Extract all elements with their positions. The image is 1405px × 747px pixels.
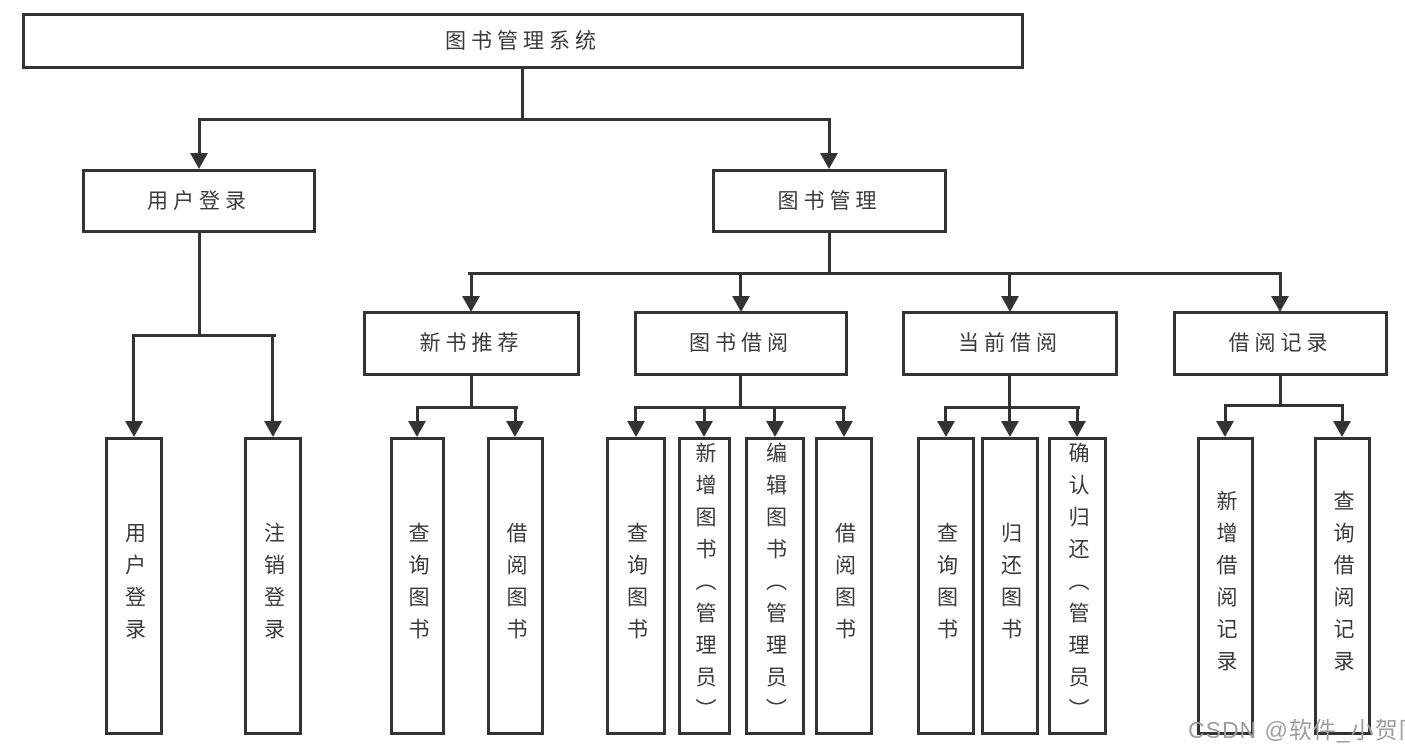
arrow-down-icon <box>732 296 750 312</box>
leaf-borrow-lend-books: 借阅图书 <box>815 437 873 735</box>
connector-line <box>521 69 524 121</box>
connector-line <box>198 118 201 155</box>
connector-line <box>634 406 846 409</box>
arrow-down-icon <box>937 421 955 437</box>
arrow-down-icon <box>125 421 143 437</box>
connector-line <box>470 272 473 298</box>
node-label: 图书管理 <box>777 189 882 213</box>
arrow-down-icon <box>1271 296 1289 312</box>
leaf-borrow-add-books-admin: 新增图书（管理员） <box>678 437 731 735</box>
arrow-down-icon <box>1001 421 1019 437</box>
arrow-down-icon <box>1216 421 1234 437</box>
connector-line <box>1008 376 1011 409</box>
connector-line <box>198 118 831 121</box>
connector-line <box>470 376 473 409</box>
connector-line <box>944 406 947 423</box>
connector-line <box>416 406 419 423</box>
connector-line <box>1279 272 1282 298</box>
connector-line <box>1008 272 1011 298</box>
arrow-down-icon <box>1333 421 1351 437</box>
node-label: 新书推荐 <box>419 332 524 355</box>
arrow-down-icon <box>820 153 838 169</box>
leaf-user-login: 用户登录 <box>105 437 163 735</box>
arrow-down-icon <box>766 421 784 437</box>
connector-line <box>739 376 742 409</box>
leaf-borrow-query-books: 查询图书 <box>606 437 666 735</box>
node-label: 查询图书 <box>624 522 648 650</box>
connector-line <box>1008 406 1011 423</box>
connector-line <box>828 233 831 275</box>
node-label: 查询借阅记录 <box>1331 490 1354 682</box>
node-book-management: 图书管理 <box>712 169 947 233</box>
node-label: 用户登录 <box>122 522 146 650</box>
arrow-down-icon <box>506 421 524 437</box>
node-label: 新增借阅记录 <box>1214 490 1237 682</box>
connector-line <box>132 334 276 337</box>
connector-line <box>828 118 831 155</box>
leaf-newbook-borrow-books: 借阅图书 <box>487 437 544 735</box>
connector-line <box>132 334 135 422</box>
connector-line <box>1224 404 1344 407</box>
leaf-current-confirm-return-admin: 确认归还（管理员） <box>1048 437 1107 735</box>
node-label: 查询图书 <box>934 522 958 650</box>
arrow-down-icon <box>462 296 480 312</box>
arrow-down-icon <box>835 421 853 437</box>
leaf-record-query-borrow-record: 查询借阅记录 <box>1314 437 1371 735</box>
node-library-system: 图书管理系统 <box>22 13 1024 69</box>
connector-line <box>1224 404 1227 423</box>
connector-line <box>468 272 1282 275</box>
arrow-down-icon <box>695 421 713 437</box>
connector-line <box>1341 404 1344 423</box>
connector-line <box>703 406 706 423</box>
node-label: 借阅记录 <box>1228 332 1333 355</box>
node-borrow-records: 借阅记录 <box>1173 311 1388 376</box>
connector-line <box>1076 406 1079 423</box>
connector-line <box>944 406 1080 409</box>
csdn-watermark: CSDN @软件_小贺同学 <box>1188 717 1405 743</box>
leaf-current-return-books: 归还图书 <box>981 437 1039 735</box>
arrow-down-icon <box>264 421 282 437</box>
arrow-down-icon <box>408 421 426 437</box>
arrow-down-icon <box>1001 296 1019 312</box>
node-label: 当前借阅 <box>958 332 1062 355</box>
leaf-newbook-query-books: 查询图书 <box>390 437 445 735</box>
connector-line <box>198 233 201 337</box>
connector-line <box>416 406 518 409</box>
leaf-current-query-books: 查询图书 <box>917 437 975 735</box>
connector-line <box>271 334 274 422</box>
node-label: 用户登录 <box>147 189 251 213</box>
arrow-down-icon <box>627 421 645 437</box>
node-label: 编辑图书（管理员） <box>763 442 787 730</box>
node-label: 新增图书（管理员） <box>693 442 716 730</box>
node-new-book-recommend: 新书推荐 <box>363 311 580 376</box>
connector-line <box>634 406 637 423</box>
node-label: 图书借阅 <box>689 332 793 355</box>
leaf-borrow-edit-books-admin: 编辑图书（管理员） <box>745 437 805 735</box>
node-book-borrowing: 图书借阅 <box>634 311 848 376</box>
node-label: 确认归还（管理员） <box>1066 442 1089 730</box>
arrow-down-icon <box>1068 421 1086 437</box>
node-current-borrowing: 当前借阅 <box>902 311 1118 376</box>
connector-line <box>773 406 776 423</box>
node-user-login-branch: 用户登录 <box>82 169 316 233</box>
node-label: 图书管理系统 <box>445 29 601 53</box>
node-label: 查询图书 <box>406 522 429 650</box>
node-label: 归还图书 <box>998 522 1022 650</box>
arrow-down-icon <box>190 153 208 169</box>
node-label: 借阅图书 <box>504 522 527 650</box>
connector-line <box>842 406 845 423</box>
node-label: 注销登录 <box>261 522 285 650</box>
connector-line <box>1279 376 1282 407</box>
node-label: 借阅图书 <box>832 522 856 650</box>
connector-line <box>739 272 742 298</box>
leaf-logout: 注销登录 <box>244 437 302 735</box>
connector-line <box>514 406 517 423</box>
leaf-record-add-borrow-record: 新增借阅记录 <box>1197 437 1254 735</box>
